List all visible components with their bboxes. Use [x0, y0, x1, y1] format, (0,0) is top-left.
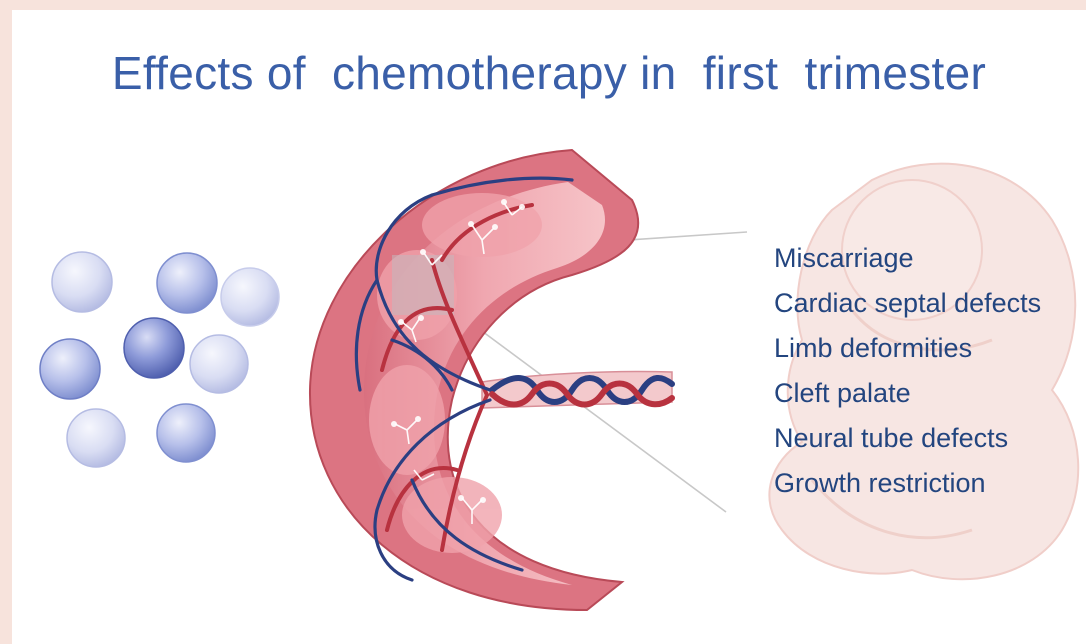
placenta-illustration	[310, 150, 672, 610]
effect-item: Neural tube defects	[774, 416, 1041, 461]
effect-item: Cardiac septal defects	[774, 281, 1041, 326]
effects-list: Miscarriage Cardiac septal defects Limb …	[774, 236, 1041, 506]
figure-card: Effects of chemotherapy in first trimest…	[12, 10, 1086, 644]
effect-item: Cleft palate	[774, 371, 1041, 416]
effect-item: Limb deformities	[774, 326, 1041, 371]
effect-item: Miscarriage	[774, 236, 1041, 281]
chemotherapy-molecules-icon	[40, 252, 279, 467]
figure-title: Effects of chemotherapy in first trimest…	[12, 46, 1086, 100]
effect-item: Growth restriction	[774, 461, 1041, 506]
